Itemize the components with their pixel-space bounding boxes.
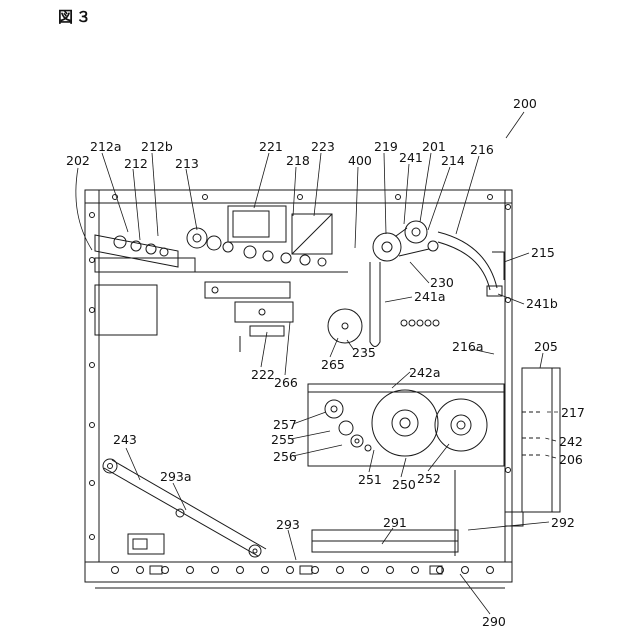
ref-label-400: 400 (348, 153, 372, 168)
ref-label-292: 292 (551, 515, 575, 530)
ref-label-235: 235 (352, 345, 376, 360)
bottom-roller-icons (111, 565, 494, 575)
ref-label-250: 250 (392, 477, 416, 492)
ref-label-256: 256 (273, 449, 297, 464)
ref-label-212: 212 (124, 156, 148, 171)
ref-label-222: 222 (251, 367, 275, 382)
ref-label-216a: 216a (452, 339, 484, 354)
ref-label-242: 242 (559, 434, 583, 449)
ref-label-251: 251 (358, 472, 382, 487)
ref-label-242a: 242a (409, 365, 441, 380)
ref-label-290: 290 (482, 614, 506, 629)
ref-label-230: 230 (430, 275, 454, 290)
ref-label-223: 223 (311, 139, 335, 154)
ref-label-201: 201 (422, 139, 446, 154)
ref-label-241b: 241b (526, 296, 558, 311)
ref-label-266: 266 (274, 375, 298, 390)
ref-label-265: 265 (321, 357, 345, 372)
ref-label-219: 219 (374, 139, 398, 154)
ref-label-241a: 241a (414, 289, 446, 304)
ref-label-257: 257 (273, 417, 297, 432)
ref-label-213: 213 (175, 156, 199, 171)
ref-label-252: 252 (417, 471, 441, 486)
figure-title: 図３ (58, 8, 95, 26)
ref-label-214: 214 (441, 153, 465, 168)
ref-label-243: 243 (113, 432, 137, 447)
ref-label-241: 241 (399, 150, 423, 165)
ref-label-218: 218 (286, 153, 310, 168)
ref-label-212a: 212a (90, 139, 122, 154)
ref-label-200: 200 (513, 96, 537, 111)
ref-label-216: 216 (470, 142, 494, 157)
ref-label-221: 221 (259, 139, 283, 154)
ref-label-215: 215 (531, 245, 555, 260)
ref-label-293: 293 (276, 517, 300, 532)
leader-lines (75, 111, 558, 615)
ref-label-291: 291 (383, 515, 407, 530)
ref-label-217: 217 (561, 405, 585, 420)
ref-label-206: 206 (559, 452, 583, 467)
ref-label-202: 202 (66, 153, 90, 168)
ref-label-212b: 212b (141, 139, 173, 154)
ref-label-293a: 293a (160, 469, 192, 484)
ref-label-255: 255 (271, 432, 295, 447)
ref-label-205: 205 (534, 339, 558, 354)
